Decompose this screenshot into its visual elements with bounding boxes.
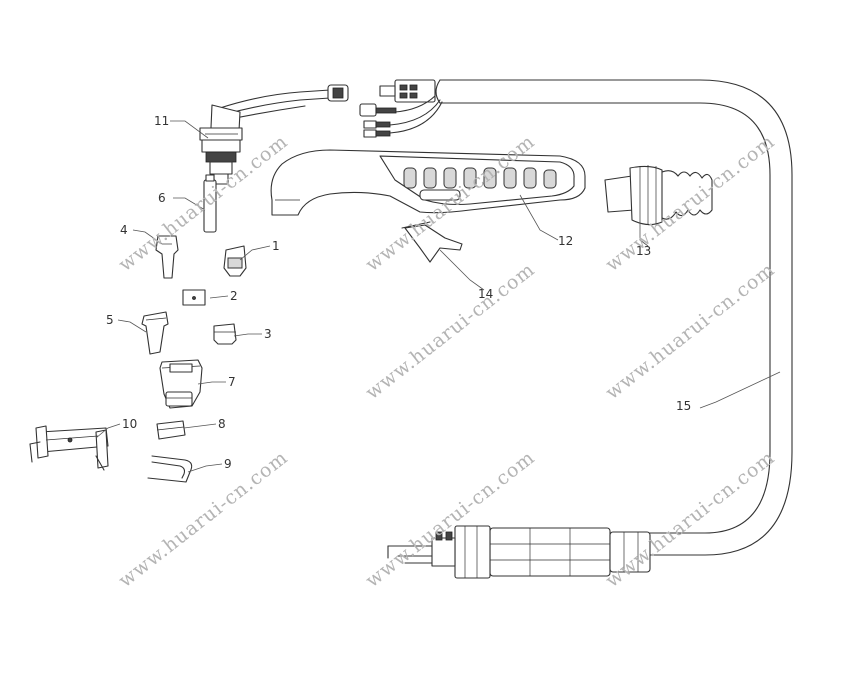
callout-12: 12: [558, 234, 573, 248]
watermarks: www.huarui-cn.com www.huarui-cn.com www.…: [115, 130, 780, 592]
watermark-text: www.huarui-cn.com: [602, 258, 780, 404]
rear-connector: [387, 525, 651, 579]
trigger-14: [401, 221, 463, 263]
watermark-text: www.huarui-cn.com: [602, 446, 780, 592]
callout-14: 14: [478, 287, 493, 301]
part-3: [213, 323, 237, 345]
callout-3: 3: [264, 327, 272, 341]
handle-12: [270, 149, 586, 216]
callout-8: 8: [218, 417, 226, 431]
callout-13: 13: [636, 244, 651, 258]
part-7: [159, 359, 203, 409]
spring-guard-13: [604, 165, 713, 226]
callout-11: 11: [154, 114, 169, 128]
callout-9: 9: [224, 457, 232, 471]
watermark-text: www.huarui-cn.com: [362, 258, 540, 404]
part-1: [223, 245, 247, 277]
part-8: [156, 420, 186, 440]
part-4: [155, 235, 179, 279]
callout-7: 7: [228, 375, 236, 389]
electrode-6: [203, 174, 217, 233]
callout-5: 5: [106, 313, 114, 327]
part-10: [29, 425, 109, 471]
callout-labels: 11 6 4 1 2 5 3 7 10 8 9 12 13 14 15: [106, 114, 691, 471]
leader-lines: [95, 120, 781, 473]
part-2: [182, 289, 206, 306]
torch-head-11: [199, 84, 349, 185]
part-5: [141, 311, 169, 355]
watermark-text: www.huarui-cn.com: [115, 446, 293, 592]
cable-wire-harness: [359, 79, 443, 138]
part-9: [147, 455, 193, 483]
callout-1: 1: [272, 239, 280, 253]
callout-2: 2: [230, 289, 238, 303]
callout-15: 15: [676, 399, 691, 413]
callout-4: 4: [120, 223, 128, 237]
callout-6: 6: [158, 191, 166, 205]
callout-10: 10: [122, 417, 137, 431]
